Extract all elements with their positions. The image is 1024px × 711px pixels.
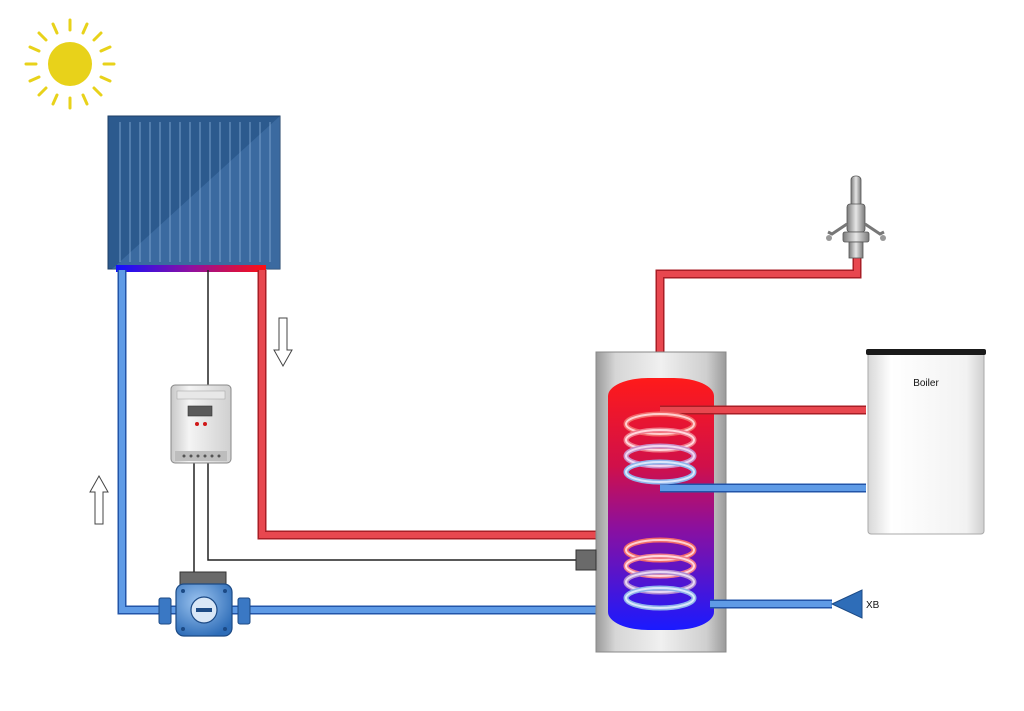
- hot-water-outlet-pipe: [655, 258, 862, 380]
- upper-heat-exchanger-coil: [623, 411, 697, 485]
- collector-cold-pipe: [117, 270, 690, 615]
- solar-controller-icon: [170, 384, 232, 464]
- drain-valve-icon: [830, 589, 863, 619]
- sun-icon: [24, 18, 116, 110]
- sensor-wiring: [193, 270, 580, 572]
- lower-heat-exchanger-coil: [623, 537, 697, 611]
- boiler-icon: [866, 349, 986, 535]
- flow-arrow-down-icon: [273, 317, 293, 368]
- faucet-icon: [826, 175, 886, 259]
- drain-valve-label: XB: [866, 600, 880, 611]
- boiler-label: Boiler: [913, 378, 939, 389]
- flow-arrow-up-icon: [89, 474, 109, 525]
- solar-collector-icon: [107, 115, 281, 272]
- circulation-pump-icon: [158, 571, 251, 637]
- storage-tank-icon: [575, 351, 727, 653]
- temperature-sensor-icon: [575, 549, 597, 571]
